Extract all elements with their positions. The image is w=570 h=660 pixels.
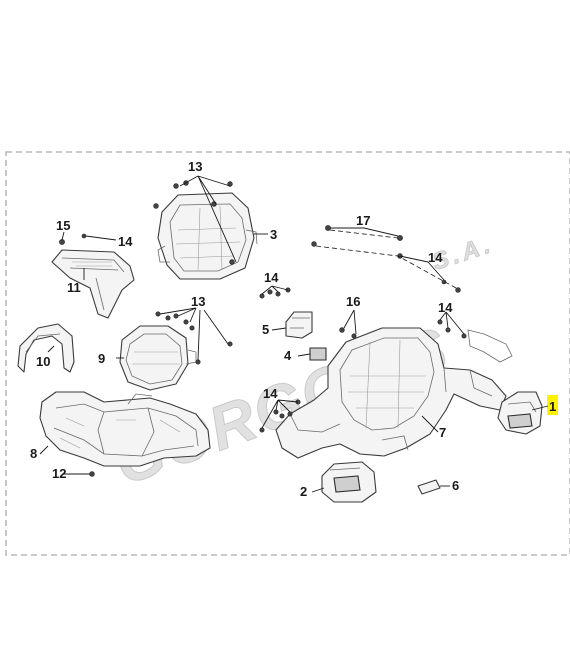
part-16-clip-b bbox=[351, 333, 357, 339]
part-17-clips bbox=[311, 225, 461, 293]
callout-10: 10 bbox=[36, 354, 50, 369]
callout-6: 6 bbox=[452, 478, 459, 493]
callout-14-center: 14 bbox=[264, 270, 279, 285]
part-14-screws-right bbox=[437, 319, 467, 339]
part-3-front-panel bbox=[157, 192, 258, 280]
callout-14-top-right: 14 bbox=[428, 250, 443, 265]
callout-12: 12 bbox=[52, 466, 66, 481]
part-6-small-cover bbox=[417, 479, 441, 495]
callout-16: 16 bbox=[346, 294, 360, 309]
part-5-bracket bbox=[285, 311, 313, 339]
callout-7: 7 bbox=[439, 425, 446, 440]
part-12-screw bbox=[89, 471, 95, 477]
part-16-clip-a bbox=[339, 327, 345, 333]
callout-9: 9 bbox=[98, 351, 105, 366]
callout-17: 17 bbox=[356, 213, 370, 228]
callout-2: 2 bbox=[300, 484, 307, 499]
part-10-arc-cover bbox=[17, 323, 75, 373]
callout-15: 15 bbox=[56, 218, 70, 233]
part-8-front-cover bbox=[39, 391, 211, 467]
callout-11: 11 bbox=[67, 280, 81, 295]
callout-5: 5 bbox=[262, 322, 269, 337]
part-1-right-switch bbox=[497, 391, 543, 435]
callout-14-lower: 14 bbox=[263, 386, 278, 401]
callout-13-mid: 13 bbox=[191, 294, 205, 309]
part-14-screws-center bbox=[259, 287, 291, 299]
part-13-screws-headlight bbox=[155, 311, 233, 365]
part-7-rear-cover bbox=[275, 327, 513, 459]
diagram-frame bbox=[5, 151, 570, 556]
part-15-screw bbox=[59, 239, 65, 245]
part-2-left-switch bbox=[321, 461, 377, 503]
callout-3: 3 bbox=[270, 227, 277, 242]
part-14-clip-left bbox=[81, 233, 87, 239]
part-4-connector bbox=[309, 347, 327, 361]
callout-8: 8 bbox=[30, 446, 37, 461]
callout-13-top: 13 bbox=[188, 159, 202, 174]
callout-14-left: 14 bbox=[118, 234, 133, 249]
callout-1-highlight bbox=[547, 395, 558, 415]
part-9-headlight bbox=[119, 325, 197, 391]
part-11-upper-housing bbox=[51, 249, 135, 319]
callout-14-right: 14 bbox=[438, 300, 453, 315]
callout-1: 1 bbox=[549, 399, 556, 414]
callout-4: 4 bbox=[284, 348, 292, 363]
